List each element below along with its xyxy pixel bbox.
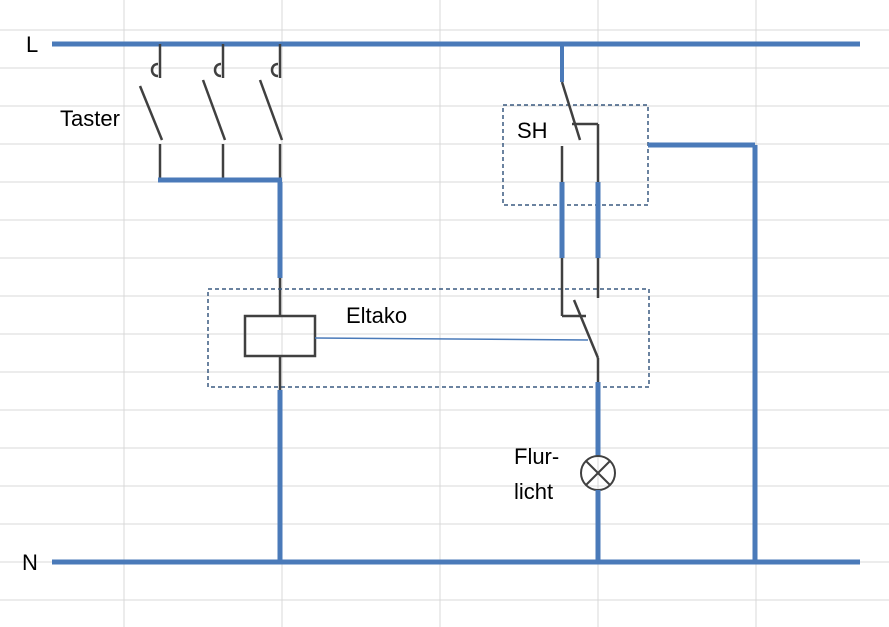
rail-l-label: L <box>26 32 39 57</box>
sh-switch-contact <box>560 81 600 182</box>
sh-box <box>502 104 649 206</box>
eltako-label: Eltako <box>346 303 408 328</box>
sh-label: SH <box>517 118 548 143</box>
pushbuttons-group <box>138 44 284 182</box>
relay-link <box>314 337 589 341</box>
eltako-box <box>207 288 650 388</box>
lamp-symbol <box>580 455 616 491</box>
taster-label: Taster <box>60 106 120 131</box>
lamp-label-line1: Flur- <box>514 444 560 469</box>
pushbutton-3 <box>258 44 284 182</box>
pushbutton-1 <box>138 44 164 180</box>
relay-contact <box>560 258 600 382</box>
pushbutton-2 <box>201 44 227 180</box>
lamp-label-line2: licht <box>514 479 554 504</box>
rail-n-label: N <box>22 550 38 575</box>
relay-coil <box>243 314 317 358</box>
